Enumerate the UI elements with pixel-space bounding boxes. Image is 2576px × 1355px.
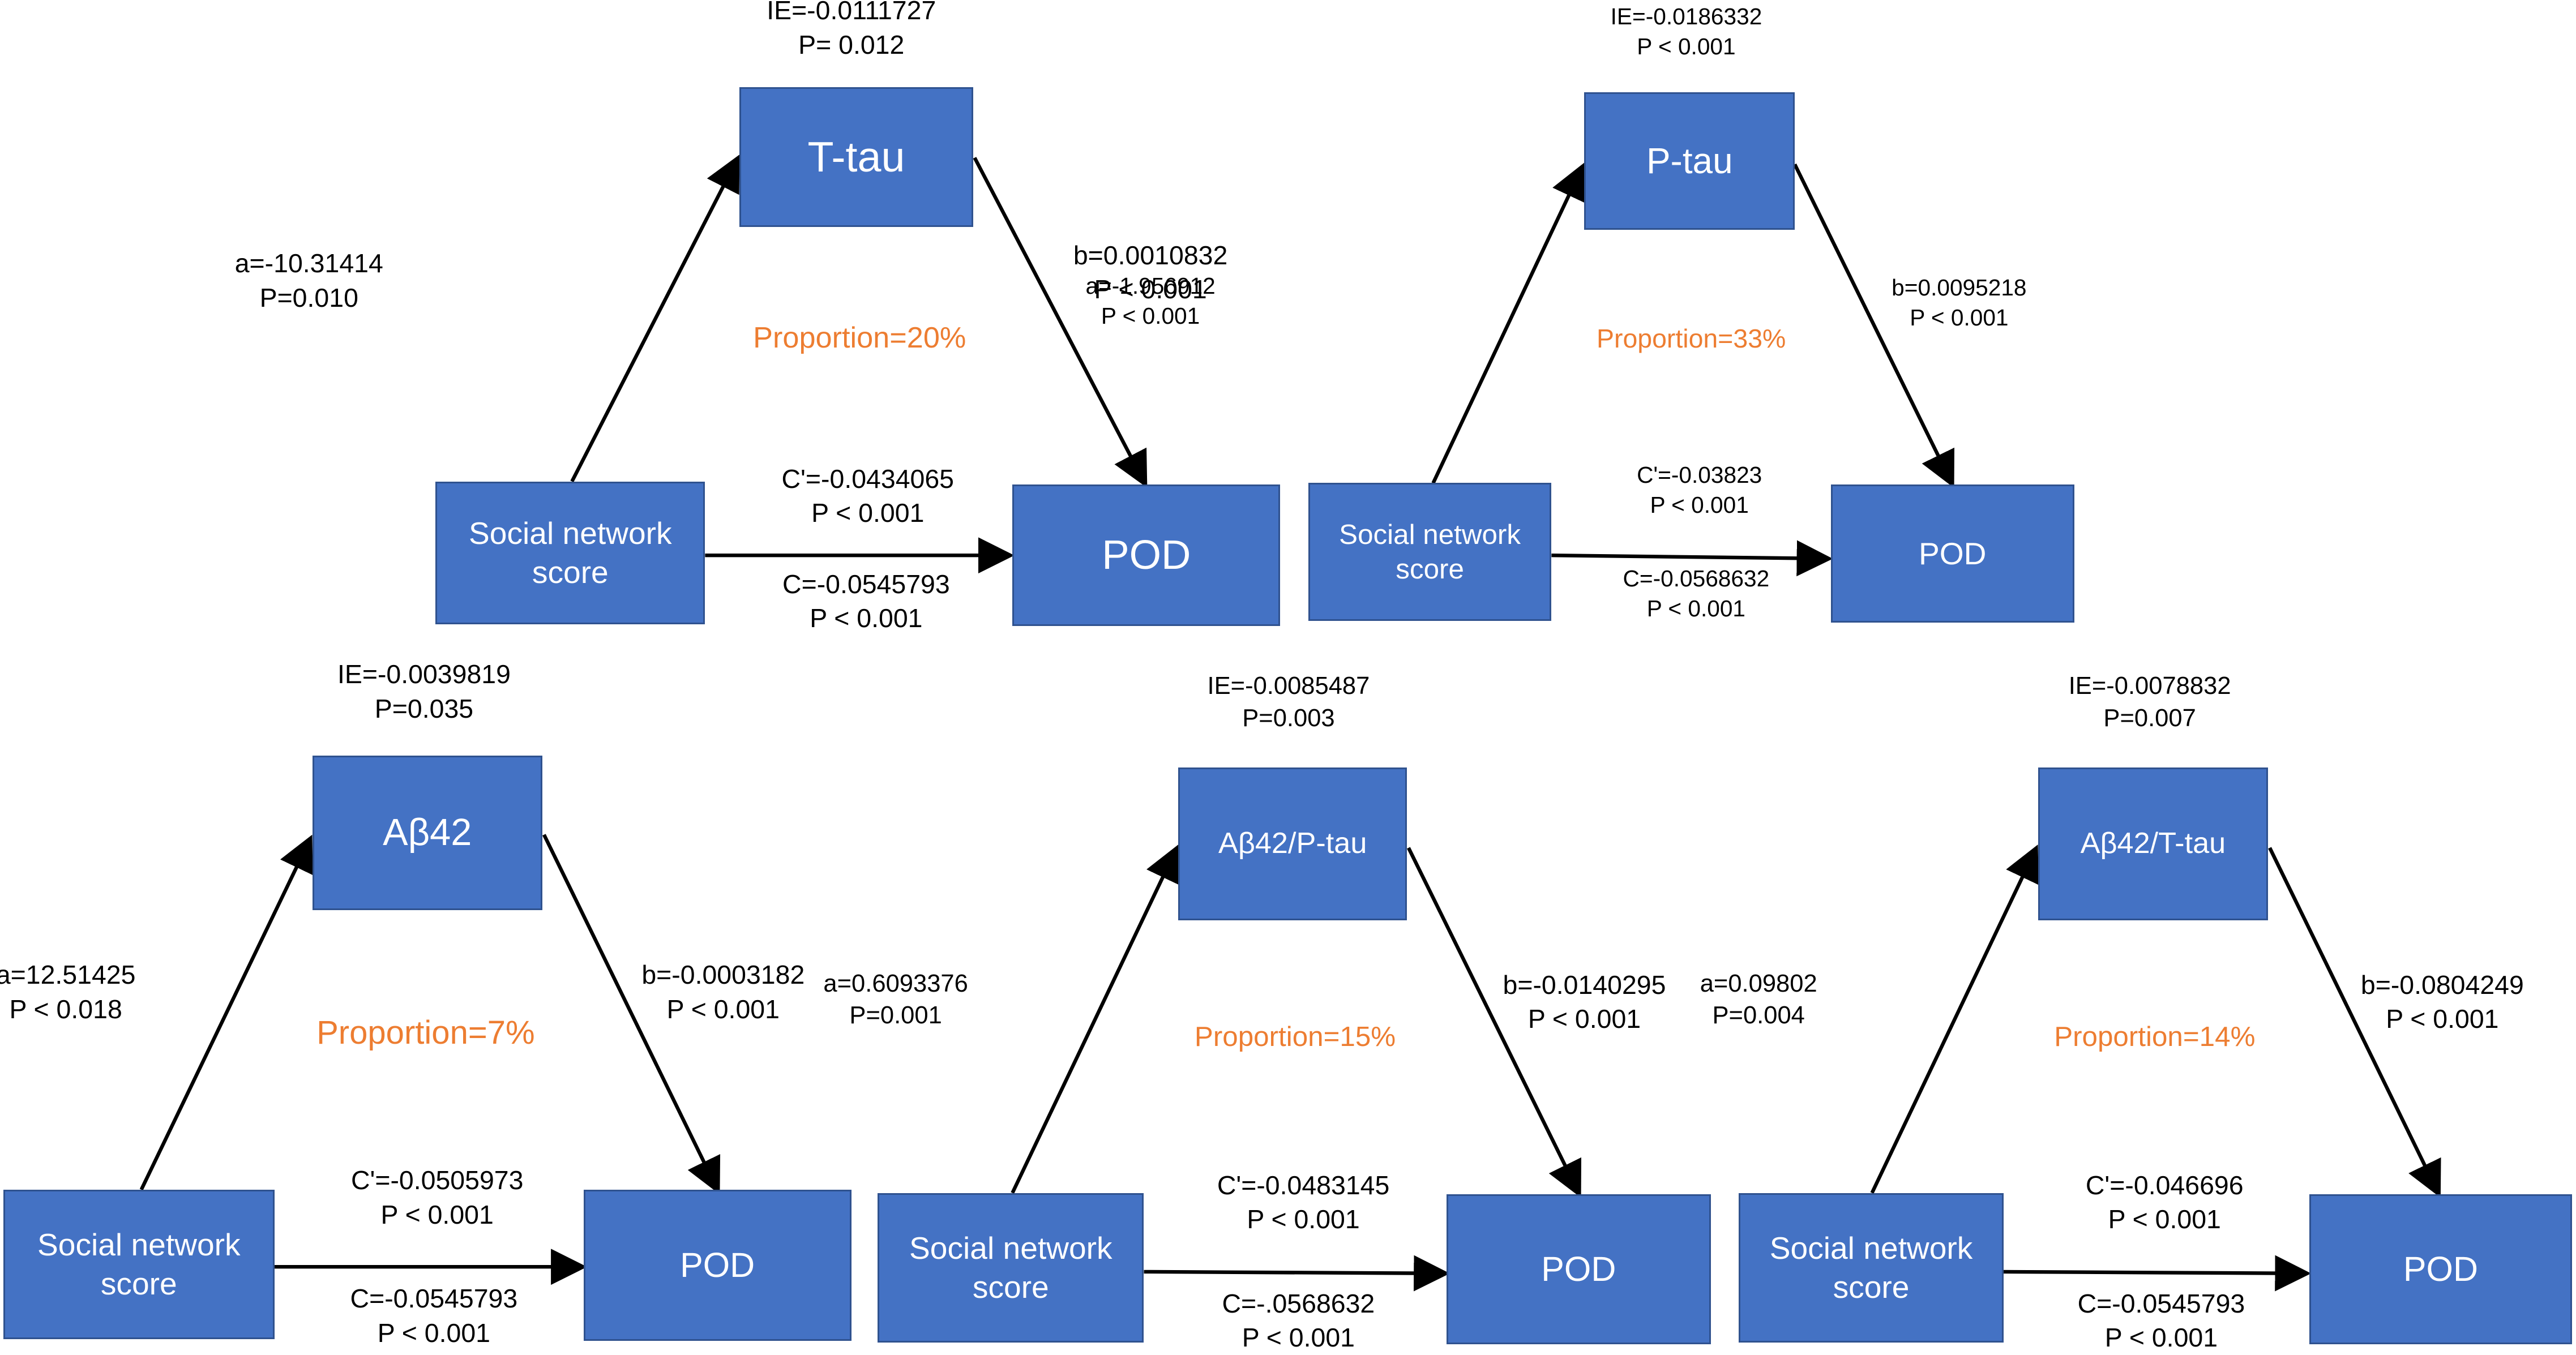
ptau-path-b-arrow: [1793, 163, 1955, 488]
ttau-outcome-box: POD: [1012, 484, 1281, 627]
ptau-indirect-effect-label: IE=-0.0186332 P < 0.001: [1610, 3, 1762, 59]
ab42ptau-path-b-arrow: [1407, 847, 1582, 1198]
ab42ttau-path-b-label: b=-0.0804249 P < 0.001: [2360, 970, 2524, 1034]
ab42-path-b-arrow: [542, 834, 721, 1195]
ab42ptau-indirect-effect-label: IE=-0.0085487 P=0.003: [1207, 672, 1370, 732]
ab42ttau-path-a-arrow: [1870, 844, 2039, 1194]
ab42ptau-outcome-box: POD: [1446, 1194, 1711, 1344]
ab42ptau-proportion-label: Proportion=15%: [1194, 1020, 1396, 1052]
ab42-path-a-label: a=12.51425 P < 0.018: [0, 960, 136, 1024]
ttau-path-b-arrow: [973, 157, 1148, 488]
ttau-proportion-label: Proportion=20%: [753, 321, 966, 354]
ttau-path-a-label: a=-10.31414 P=0.010: [234, 248, 383, 312]
ab42-mediator-box: Aβ42: [312, 756, 542, 911]
ab42ttau-outcome-box: POD: [2309, 1194, 2573, 1344]
ab42ptau-path-b-label: b=-0.0140295 P < 0.001: [1503, 970, 1666, 1034]
ab42-proportion-label: Proportion=7%: [316, 1014, 535, 1052]
ttau-mediator-box: T-tau: [739, 87, 973, 227]
ab42-direct-effect-label: C'=-0.0505973 P < 0.001: [350, 1165, 524, 1229]
ptau-path-a-label: a=-1.956912 P < 0.001: [1085, 272, 1216, 329]
ab42ptau-predictor-box: Social network score: [878, 1193, 1144, 1343]
ab42ptau-mediator-box: Aβ42/P-tau: [1178, 767, 1407, 920]
ptau-total-effect-label: C=-0.0568632 P < 0.001: [1623, 565, 1770, 621]
ab42-predictor-box: Social network score: [3, 1189, 275, 1339]
ttau-path-b-label: b=0.0010832 P < 0.001: [1073, 240, 1228, 305]
ptau-predictor-box: Social network score: [1308, 483, 1552, 621]
ab42-indirect-effect-label: IE=-0.0039819 P=0.035: [337, 659, 511, 723]
ab42ttau-mediator-box: Aβ42/T-tau: [2038, 767, 2269, 920]
ptau-path-b-label: b=0.0095218 P < 0.001: [1892, 274, 2027, 331]
ab42ttau-indirect-effect-label: IE=-0.0078832 P=0.007: [2068, 672, 2231, 732]
ptau-direct-effect-label: C'=-0.03823 P < 0.001: [1637, 461, 1762, 518]
ab42ttau-path-a-label: a=0.09802 P=0.004: [1700, 970, 1817, 1030]
ab42ttau-proportion-label: Proportion=14%: [2054, 1020, 2256, 1052]
ab42ptau-path-a-label: a=0.6093376 P=0.001: [823, 970, 968, 1030]
ab42ttau-path-c-arrow: [2003, 1255, 2312, 1292]
ab42ptau-path-a-arrow: [1011, 844, 1179, 1194]
ab42ptau-total-effect-label: C=-.0568632 P < 0.001: [1222, 1289, 1375, 1353]
ab42-path-a-arrow: [139, 834, 313, 1191]
ttau-predictor-box: Social network score: [435, 481, 705, 625]
ttau-indirect-effect-label: IE=-0.0111727 P= 0.012: [767, 0, 936, 59]
ttau-direct-effect-label: C'=-0.0434065 P < 0.001: [781, 464, 955, 528]
ab42ttau-direct-effect-label: C'=-0.046696 P < 0.001: [2085, 1170, 2244, 1234]
ptau-outcome-box: POD: [1830, 484, 2074, 623]
ptau-mediator-box: P-tau: [1584, 92, 1795, 230]
ab42ttau-path-b-arrow: [2268, 847, 2441, 1198]
ab42ptau-path-c-arrow: [1144, 1255, 1450, 1292]
ab42ttau-predictor-box: Social network score: [1739, 1193, 2004, 1343]
ptau-path-c-arrow: [1551, 540, 1833, 577]
ptau-path-a-arrow: [1431, 162, 1585, 484]
ab42-total-effect-label: C=-0.0545793 P < 0.001: [350, 1284, 518, 1348]
ttau-path-a-arrow: [570, 155, 740, 483]
ptau-proportion-label: Proportion=33%: [1597, 323, 1786, 353]
ab42-outcome-box: POD: [583, 1189, 851, 1341]
ab42ttau-total-effect-label: C=-0.0545793 P < 0.001: [2077, 1289, 2245, 1353]
ttau-total-effect-label: C=-0.0545793 P < 0.001: [782, 569, 950, 633]
ab42-path-b-label: b=-0.0003182 P < 0.001: [641, 960, 805, 1024]
ab42ptau-direct-effect-label: C'=-0.0483145 P < 0.001: [1217, 1170, 1390, 1234]
